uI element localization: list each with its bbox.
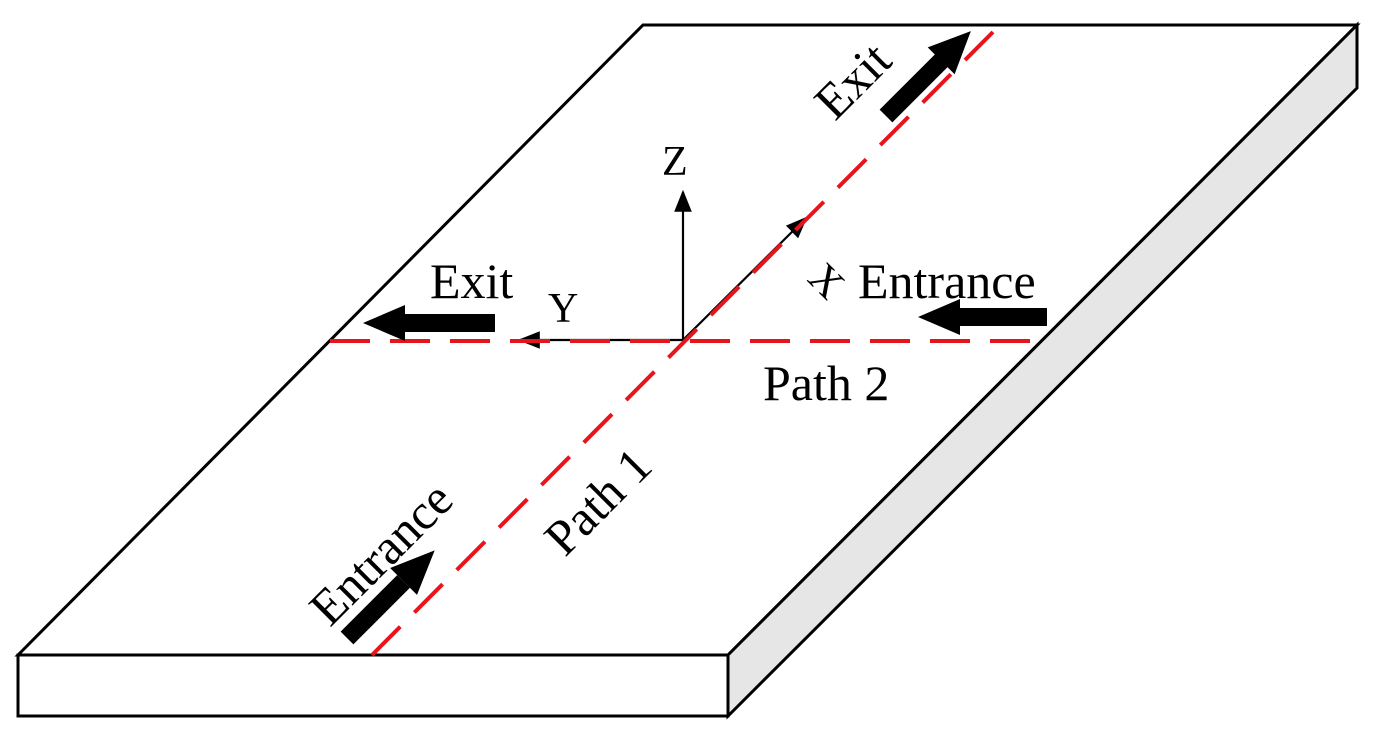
path-2-entrance-label: Entrance [858, 253, 1036, 309]
y-axis-label: Y [548, 286, 578, 332]
path-2-exit-arrow-icon [363, 305, 495, 341]
path-1-line [370, 30, 995, 657]
x-axis-arrow [682, 216, 808, 341]
path-1-entrance-arrow-icon [340, 550, 435, 645]
plate-front-face [16, 653, 730, 718]
path-2-entrance-arrow-icon [918, 299, 1047, 335]
path-2-label: Path 2 [763, 355, 889, 411]
path-2-exit-label: Exit [430, 253, 513, 309]
path-1-exit-arrow-icon [879, 31, 971, 123]
z-axis-label: Z [662, 139, 688, 185]
